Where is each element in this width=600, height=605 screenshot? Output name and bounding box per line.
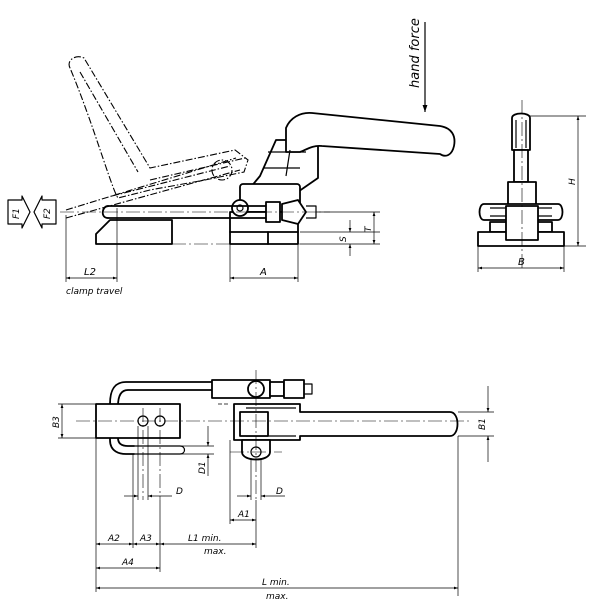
phantom-handle xyxy=(65,56,249,219)
b-label: B xyxy=(518,257,525,268)
hand-force-label: hand force xyxy=(408,18,423,88)
l1-max-label: max. xyxy=(204,547,226,557)
l2-label: L2 xyxy=(84,267,96,278)
a2-label: A2 xyxy=(107,534,120,544)
clamp-travel-label: clamp travel xyxy=(66,287,123,297)
l1-min-label: L1 min. xyxy=(188,534,221,544)
f2-label: F2 xyxy=(43,208,53,219)
s-label: S xyxy=(339,236,349,242)
force-indicators: F1 F2 xyxy=(7,195,57,229)
dim-s-t: S T xyxy=(339,212,376,256)
a3-label: A3 xyxy=(139,534,152,544)
b1-label: B1 xyxy=(478,418,488,430)
f1-label: F1 xyxy=(12,208,22,219)
l-max-label: max. xyxy=(266,592,288,602)
side-view: hand force F1 F2 L2 clamp travel A S T xyxy=(7,18,456,297)
a1-label: A1 xyxy=(237,510,250,520)
b3-label: B3 xyxy=(52,416,62,428)
d-right-label: D xyxy=(276,487,283,497)
dim-l2: L2 clamp travel xyxy=(66,267,123,297)
d1-label: D1 xyxy=(198,461,208,474)
a4-label: A4 xyxy=(121,558,134,568)
l-min-label: L min. xyxy=(262,578,290,588)
dim-a: A xyxy=(230,267,298,280)
clamp-linkage xyxy=(95,112,456,245)
top-view: B3 B1 D1 D D A1 A2 xyxy=(52,370,494,602)
hand-force-arrow: hand force xyxy=(408,18,428,112)
front-view: H B xyxy=(477,100,586,272)
d-left-label: D xyxy=(176,487,183,497)
h-label: H xyxy=(568,178,578,185)
side-view-centerlines xyxy=(60,208,380,282)
a-label: A xyxy=(259,267,267,278)
t-label: T xyxy=(364,225,374,232)
